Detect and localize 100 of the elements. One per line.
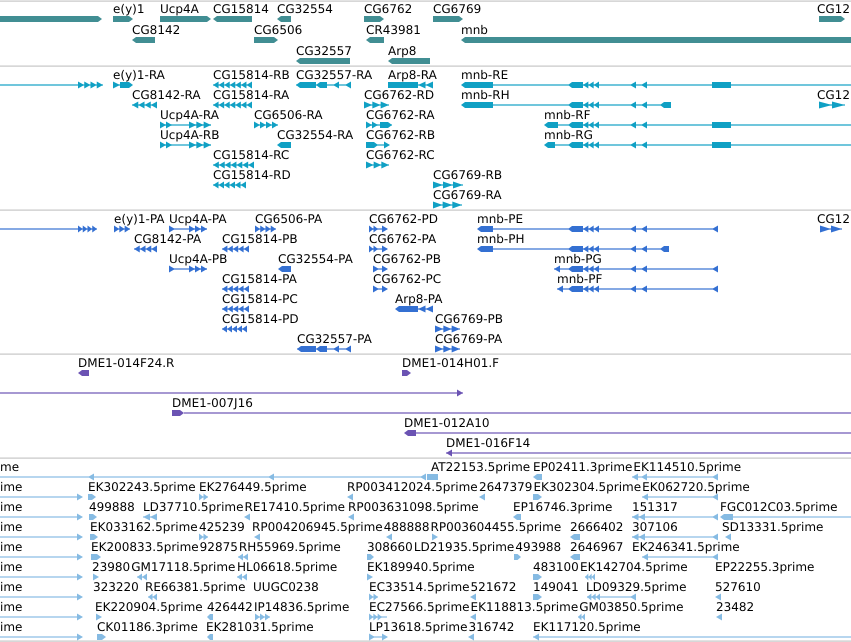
transcript-name: mnb-RH bbox=[461, 88, 510, 102]
est-name: EK276449.5prime bbox=[199, 480, 307, 494]
clone-name: DME1-016F14 bbox=[446, 436, 530, 450]
protein-name: CG15814-PD bbox=[222, 312, 299, 326]
protein-name: mnb-PH bbox=[477, 232, 525, 246]
est-name: 92875 bbox=[200, 540, 238, 554]
est-name: ime bbox=[0, 620, 22, 634]
est-name: EC27566.5prime bbox=[369, 600, 470, 614]
transcript-name: e(y)1-RA bbox=[113, 68, 165, 82]
protein-name: mnb-PE bbox=[477, 212, 524, 226]
est-name: 2646967 bbox=[570, 540, 624, 554]
est-name: RH55969.5prime bbox=[238, 540, 341, 554]
transcript-name: Ucp4A-RB bbox=[160, 128, 220, 142]
est-name: EK200833.5prime bbox=[91, 540, 199, 554]
protein-name: mnb-PG bbox=[554, 252, 602, 266]
est-name: EK246341.5prime bbox=[632, 540, 740, 554]
gene-name: CG15814 bbox=[213, 2, 269, 16]
est-name: GM17118.5prime bbox=[131, 560, 236, 574]
est-name: 488888 bbox=[384, 520, 430, 534]
est-name: EC33514.5prime bbox=[369, 580, 470, 594]
est-name: 323220 bbox=[93, 580, 139, 594]
transcript-name: CG32557-RA bbox=[296, 68, 372, 82]
est-name: 521672 bbox=[470, 580, 516, 594]
transcript-name: CG6762-RB bbox=[366, 128, 436, 142]
clone-name: DME1-012A10 bbox=[404, 416, 490, 430]
gene-name: CG6762 bbox=[364, 2, 412, 16]
transcript-name: mnb-RF bbox=[544, 108, 590, 122]
est-name: EK302243.5prime bbox=[88, 480, 196, 494]
est-name: ime bbox=[0, 580, 22, 594]
est-name: EK062720.5prime bbox=[642, 480, 750, 494]
est-name: LP13618.5prime bbox=[369, 620, 468, 634]
transcript-name: mnb-RG bbox=[544, 128, 593, 142]
est-name: RE17410.5prime bbox=[244, 500, 346, 514]
transcript-name: CG6506-RA bbox=[254, 108, 323, 122]
protein-name: CG6769-PA bbox=[435, 332, 502, 346]
est-name: EK114510.5prime bbox=[633, 460, 742, 474]
est-name: LD21935.5prime bbox=[414, 540, 514, 554]
protein-name: mnb-PF bbox=[557, 272, 602, 286]
transcript-name: CG15814-RB bbox=[213, 68, 290, 82]
transcript-name: CG15814-RC bbox=[213, 148, 290, 162]
est-name: EK033162.5prime bbox=[90, 520, 198, 534]
protein-name: Arp8-PA bbox=[395, 292, 442, 306]
est-name: ime bbox=[0, 500, 22, 514]
est-name: 493988 bbox=[515, 540, 562, 554]
est-name: me bbox=[0, 460, 20, 474]
est-name: AT22153.5prime bbox=[431, 460, 530, 474]
est-name: 425239 bbox=[199, 520, 245, 534]
est-name: 483100 bbox=[533, 560, 579, 574]
est-name: EK281031.5prime bbox=[206, 620, 314, 634]
gene-name: e(y)1 bbox=[113, 2, 144, 16]
est-name: IP14836.5prime bbox=[254, 600, 350, 614]
est-name: ime bbox=[0, 560, 22, 574]
est-name: 23980 bbox=[92, 560, 130, 574]
est-name: FGC012C03.5prime bbox=[720, 500, 838, 514]
transcript-name: Arp8-RA bbox=[388, 68, 437, 82]
est-name: 2647379 bbox=[479, 480, 532, 494]
est-name: 149041 bbox=[533, 580, 579, 594]
gene-name: CG32554 bbox=[277, 2, 333, 16]
gene-name: CR43981 bbox=[366, 23, 421, 37]
est-name: EK118813.5prime bbox=[470, 600, 578, 614]
est-name: EK117120.5prime bbox=[533, 620, 641, 634]
est-name: UUGC0238 bbox=[253, 580, 319, 594]
est-name: LD37710.5prime bbox=[143, 500, 244, 514]
transcript-name: CG15814-RD bbox=[213, 168, 291, 182]
est-name: CK01186.3prime bbox=[97, 620, 198, 634]
est-name: RP004206945.5prime bbox=[252, 520, 383, 534]
est-name: 307106 bbox=[632, 520, 678, 534]
est-name: 527610 bbox=[715, 580, 761, 594]
est-name: EK220904.5prime bbox=[95, 600, 203, 614]
protein-name: CG6762-PB bbox=[373, 252, 442, 266]
transcript-name: CG6762-RD bbox=[364, 88, 434, 102]
transcript-name: CG32554-RA bbox=[277, 128, 354, 142]
clone-name: DME1-007J16 bbox=[172, 396, 253, 410]
est-name: EP16746.3prime bbox=[513, 500, 612, 514]
protein-name: CG6769-PB bbox=[435, 312, 504, 326]
est-name: 2666402 bbox=[570, 520, 624, 534]
protein-name: Ucp4A-PA bbox=[169, 212, 227, 226]
protein-name: CG15814-PC bbox=[222, 292, 298, 306]
protein-name: e(y)1-PA bbox=[114, 212, 164, 226]
est-name: EP02411.3prime bbox=[533, 460, 632, 474]
est-name: RP003412024.5prime bbox=[347, 480, 478, 494]
transcript-name: mnb-RE bbox=[461, 68, 508, 82]
est-name: HL06618.5prime bbox=[237, 560, 338, 574]
gene-name: CG6769 bbox=[433, 2, 482, 16]
est-name: RP003604455.5prime bbox=[430, 520, 562, 534]
est-name: EK189940.5prime bbox=[367, 560, 475, 574]
est-name: ime bbox=[0, 600, 22, 614]
est-name: 316742 bbox=[468, 620, 514, 634]
protein-name: CG8142-PA bbox=[134, 232, 202, 246]
gene-name: CG32557 bbox=[296, 44, 352, 58]
protein-name: CG6762-PA bbox=[369, 232, 436, 246]
gene-name: Arp8 bbox=[388, 44, 416, 58]
est-name: ime bbox=[0, 540, 22, 554]
est-name: 499888 bbox=[89, 500, 135, 514]
protein-name: CG15814-PB bbox=[222, 232, 298, 246]
est-name: EK302304.5prime bbox=[533, 480, 642, 494]
est-name: EP22255.3prime bbox=[715, 560, 814, 574]
gene-name: CG12 bbox=[817, 2, 850, 16]
transcript-name: CG6769-RA bbox=[433, 188, 502, 202]
clone-name: DME1-014F24.R bbox=[78, 356, 174, 370]
